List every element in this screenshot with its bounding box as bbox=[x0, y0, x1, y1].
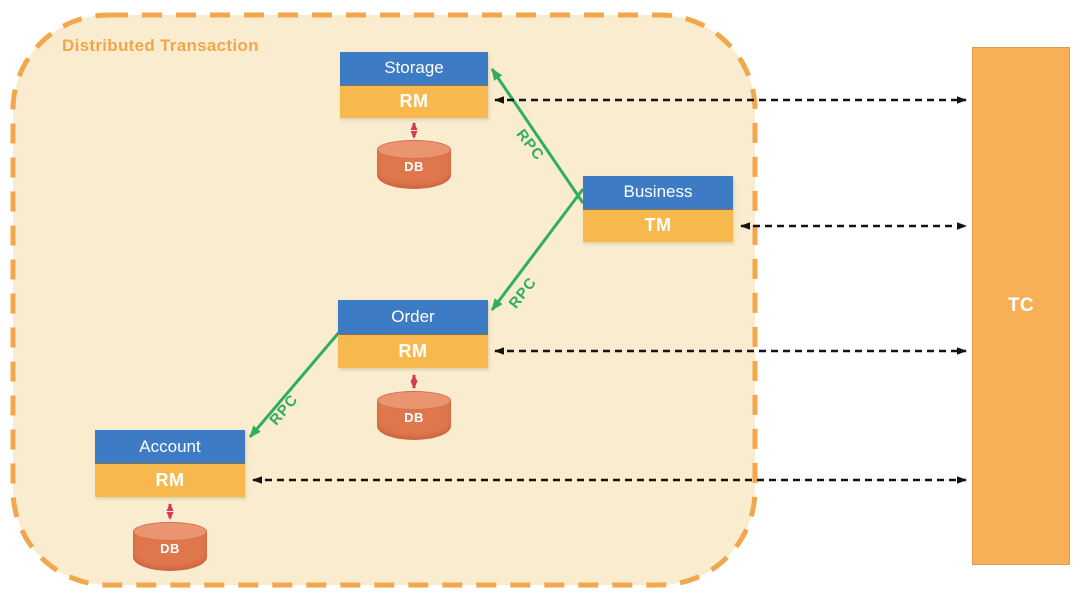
account-title: Account bbox=[95, 430, 245, 463]
db-cylinder-top bbox=[377, 140, 451, 159]
business-title: Business bbox=[583, 176, 733, 209]
rpc-line-order-to-account bbox=[248, 329, 343, 438]
rpc-line-business-to-storage bbox=[490, 68, 585, 204]
business-tm-badge: TM bbox=[583, 208, 733, 242]
storage-db: DB bbox=[377, 140, 451, 189]
order-db-label: DB bbox=[404, 410, 424, 425]
db-cylinder-top bbox=[133, 522, 207, 541]
order-db: DB bbox=[377, 391, 451, 440]
storage-title: Storage bbox=[340, 52, 488, 85]
db-cylinder-top bbox=[377, 391, 451, 410]
order-title: Order bbox=[338, 300, 488, 334]
storage-rm-badge: RM bbox=[340, 84, 488, 118]
service-node-account: Account RM bbox=[95, 430, 245, 497]
service-node-storage: Storage RM bbox=[340, 52, 488, 118]
transaction-coordinator: TC bbox=[972, 47, 1070, 565]
order-rm-badge: RM bbox=[338, 333, 488, 368]
storage-db-label: DB bbox=[404, 159, 424, 174]
account-db-label: DB bbox=[160, 541, 180, 556]
service-node-order: Order RM bbox=[338, 300, 488, 368]
service-node-business: Business TM bbox=[583, 176, 733, 242]
tc-label: TC bbox=[1007, 295, 1035, 316]
account-rm-badge: RM bbox=[95, 463, 245, 497]
rpc-line-business-to-order bbox=[490, 188, 585, 311]
account-db: DB bbox=[133, 522, 207, 571]
boundary-title: Distributed Transaction bbox=[62, 36, 259, 55]
